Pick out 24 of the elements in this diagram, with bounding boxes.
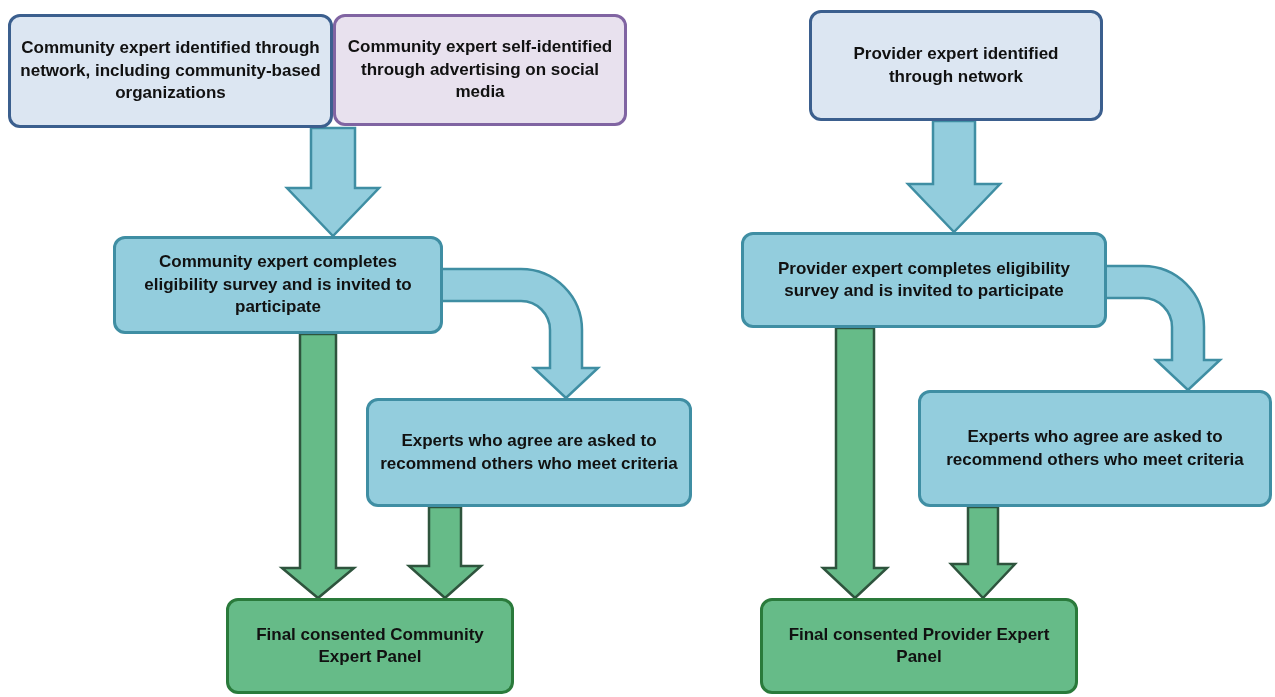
process-box (8, 14, 333, 128)
block-arrow (819, 326, 891, 600)
panel-box (760, 598, 1078, 694)
box-text: Experts who agree are asked to recommend others who meet criteria (945, 426, 1245, 471)
panel-box (226, 598, 514, 694)
block-arrow (405, 505, 485, 600)
block-arrow (905, 119, 1003, 234)
box-text: Community expert completes eligibility survey and is invited to participate (143, 251, 413, 319)
box-text: Community expert identified through network, including community-based organizations (19, 37, 322, 105)
box-text: Experts who agree are asked to recommend others who meet criteria (379, 430, 679, 475)
process-box (809, 10, 1103, 121)
box-text: Provider expert completes eligibility survey and is invited to participate (777, 257, 1071, 302)
process-box (918, 390, 1272, 507)
block-arrow (284, 126, 382, 238)
block-arrow (278, 332, 358, 600)
process-box (741, 232, 1107, 328)
box-text: Final consented Community Expert Panel (255, 623, 485, 668)
process-box (113, 236, 443, 334)
block-arrow (948, 505, 1018, 600)
box-text: Final consented Provider Expert Panel (787, 623, 1051, 668)
box-text: Provider expert identified through network (852, 43, 1060, 88)
box-text: Community expert self-identified through advertising on social media (346, 36, 614, 104)
process-box (333, 14, 627, 126)
process-box (366, 398, 692, 507)
